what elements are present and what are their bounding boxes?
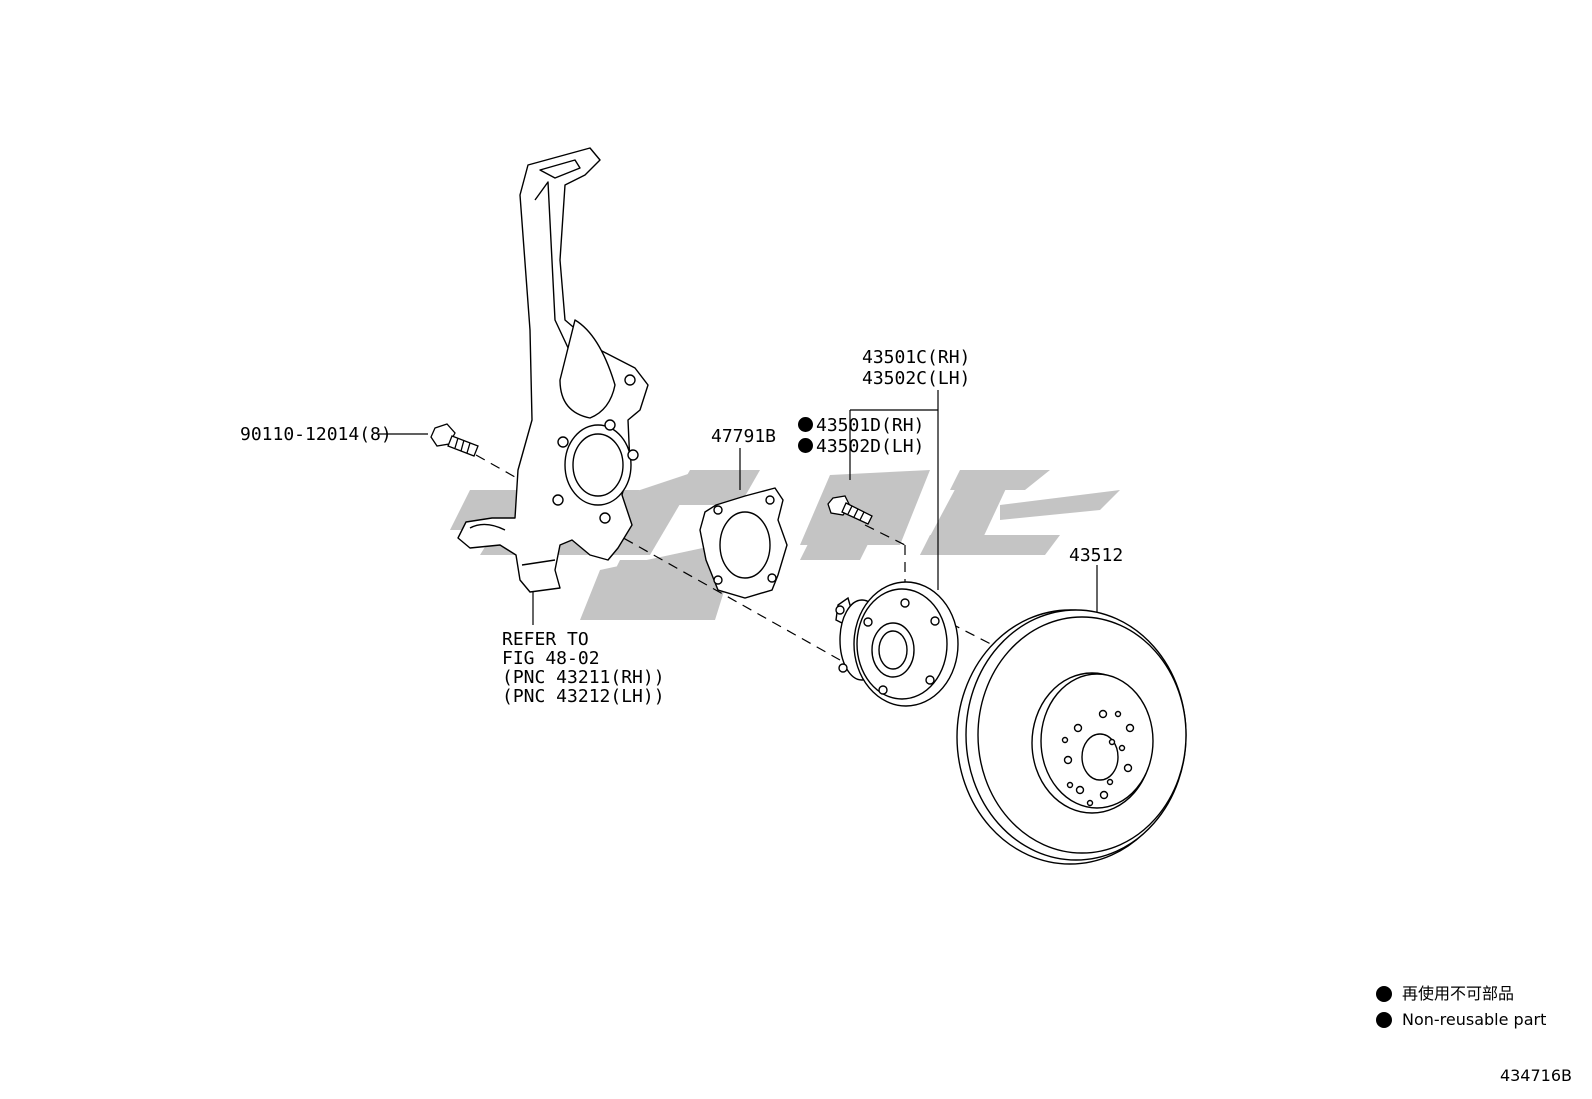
callout-hub-43502c-lh: 43502C(LH) (862, 368, 971, 389)
knuckle-ref-line-4: (PNC 43212(LH)) (502, 686, 665, 707)
non-reusable-marker-icon (798, 438, 813, 453)
figure-number: 434716B (1499, 1066, 1572, 1085)
knuckle-ref-line-2: FIG 48-02 (502, 648, 600, 669)
legend-dot-icon (1376, 986, 1392, 1002)
legend-non-reusable-jp: 再使用不可部品 (1376, 984, 1514, 1004)
hub-43501d-label: 43501D(RH) (816, 415, 925, 436)
dust-cover-gasket (699, 487, 788, 599)
legend-dot-icon (1376, 1012, 1392, 1028)
hub-bolt (827, 495, 873, 525)
hub-bearing-assembly (835, 581, 959, 707)
knuckle-bolt (430, 423, 479, 457)
callout-bolt-90110: 90110-12014(8) (240, 424, 392, 445)
knuckle-ref-line-3: (PNC 43211(RH)) (502, 667, 665, 688)
callout-hub-43501d-rh: 43501D(RH) (798, 416, 924, 435)
callout-disc-43512: 43512 (1069, 545, 1124, 566)
brake-disc-rotor (956, 609, 1187, 865)
hub-43502d-label: 43502D(LH) (816, 436, 925, 457)
callout-dust-cover-47791b: 47791B (711, 426, 777, 447)
callout-knuckle-reference: REFER TO FIG 48-02 (PNC 43211(RH)) (PNC … (502, 630, 665, 706)
steering-knuckle (457, 147, 649, 593)
callout-hub-43501c-rh: 43501C(RH) (862, 347, 971, 368)
non-reusable-marker-icon (798, 417, 813, 432)
callout-hub-43502d-lh: 43502D(LH) (798, 437, 924, 456)
leader-lines (377, 390, 1098, 625)
legend-en-text: Non-reusable part (1402, 1010, 1547, 1029)
legend-non-reusable-en: Non-reusable part (1376, 1010, 1546, 1030)
legend-jp-text: 再使用不可部品 (1402, 984, 1515, 1003)
knuckle-ref-line-1: REFER TO (502, 629, 589, 650)
